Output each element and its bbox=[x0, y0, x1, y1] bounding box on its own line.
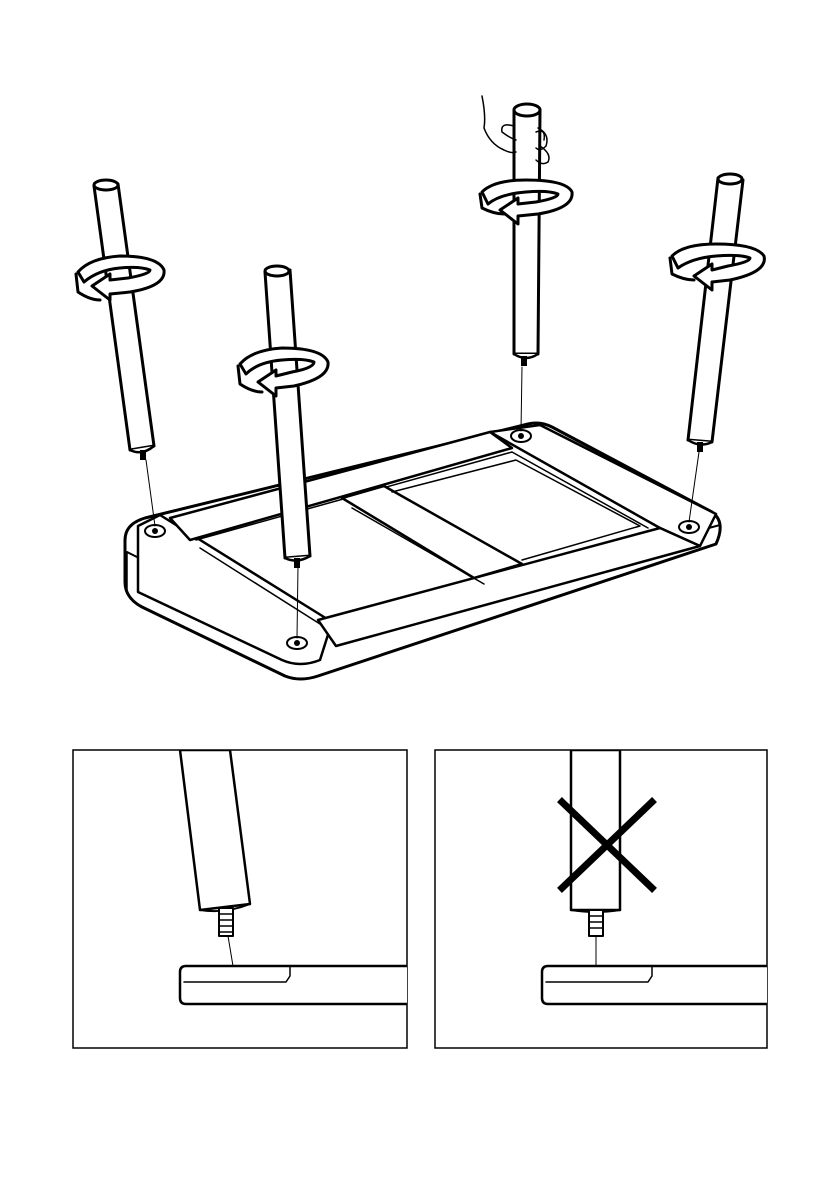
screw-hole-front-left bbox=[145, 525, 165, 537]
screw-thread-correct bbox=[219, 908, 233, 936]
screw-thread-incorrect bbox=[589, 910, 603, 936]
screw-hole-back-right bbox=[679, 521, 699, 533]
table-leg-front-left bbox=[94, 180, 154, 460]
screw-hole-front-middle bbox=[287, 637, 307, 649]
table-leg-back-middle bbox=[514, 104, 540, 366]
rotate-arrow-icon-leg-1 bbox=[76, 256, 164, 300]
table-top bbox=[125, 423, 720, 679]
screw-hole-back-middle bbox=[511, 430, 531, 442]
detail-panel-correct bbox=[73, 750, 410, 1048]
detail-panel-incorrect bbox=[435, 750, 770, 1048]
table-leg-back-right bbox=[688, 174, 743, 452]
